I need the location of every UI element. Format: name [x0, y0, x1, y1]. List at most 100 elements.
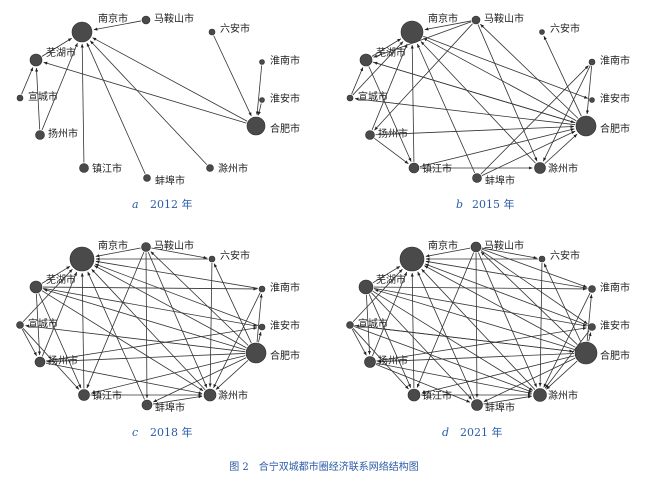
node-yangzhou — [365, 130, 375, 140]
edge-zhenjiang-hefei — [419, 128, 575, 167]
edge-huainan-hefei — [255, 65, 263, 116]
edge-yangzhou-nanjing — [372, 271, 408, 357]
edge-huainan-chuzhou — [213, 292, 261, 388]
edge-huaian-nanjing — [424, 263, 588, 326]
edge-luan-hefei — [213, 35, 252, 117]
node-label-yangzhou: 扬州市 — [378, 354, 408, 367]
panel-2012: 南京市马鞍山市六安市淮南市淮安市合肥市滁州市蚌埠市镇江市扬州市宣城市芜湖市 — [16, 12, 300, 187]
edge-hefei-maanshan — [480, 251, 578, 345]
edge-zhenjiang-nanjing — [80, 43, 85, 163]
node-nanjing — [400, 20, 424, 44]
edge-xuancheng-nanjing — [352, 268, 403, 322]
edge-yangzhou-huaian — [45, 326, 258, 362]
edge-hefei-zhenjiang — [91, 355, 246, 394]
edge-wuhu-chuzhou — [41, 290, 204, 392]
node-huainan — [588, 285, 596, 293]
node-label-maanshan: 马鞍山市 — [484, 12, 524, 25]
edge-huaian-chuzhou — [544, 330, 590, 389]
edge-maanshan-nanjing — [93, 20, 142, 31]
node-huainan — [258, 285, 266, 293]
svg-text:2012 年: 2012 年 — [150, 197, 193, 211]
node-label-bengbu: 蚌埠市 — [485, 174, 515, 187]
svg-text:d: d — [442, 426, 449, 439]
edge-hefei-xuancheng — [25, 324, 246, 353]
svg-text:2018 年: 2018 年 — [150, 425, 193, 439]
node-label-zhenjiang: 镇江市 — [92, 162, 122, 175]
node-label-nanjing: 南京市 — [428, 239, 458, 252]
panel-caption-b: b 2015 年 — [456, 197, 515, 211]
edge-luan-chuzhou — [208, 262, 213, 388]
edge-hefei-bengbu — [483, 357, 576, 403]
edge-luan-chuzhou — [538, 262, 543, 387]
node-bengbu — [143, 174, 151, 182]
edge-huainan-chuzhou — [543, 292, 591, 388]
edge-yangzhou-wuhu — [35, 67, 41, 130]
node-label-yangzhou: 扬州市 — [48, 127, 78, 140]
panel-caption-a: a 2012 年 — [132, 197, 193, 211]
node-chuzhou — [206, 164, 214, 172]
edge-maanshan-nanjing — [425, 247, 471, 258]
edge-maanshan-nanjing — [424, 20, 472, 31]
node-label-bengbu: 蚌埠市 — [485, 401, 515, 414]
edges — [351, 20, 593, 176]
edge-bengbu-huainan — [480, 65, 589, 175]
edges — [21, 20, 263, 175]
node-label-maanshan: 马鞍山市 — [154, 239, 194, 252]
svg-text:b: b — [456, 198, 463, 211]
edge-hefei-nanjing — [423, 37, 577, 122]
node-label-chuzhou: 滁州市 — [548, 162, 578, 175]
node-label-nanjing: 南京市 — [98, 239, 128, 252]
node-label-wuhu: 芜湖市 — [376, 46, 406, 59]
edge-hefei-maanshan — [150, 251, 249, 346]
node-nanjing — [69, 246, 95, 272]
node-label-bengbu: 蚌埠市 — [155, 401, 185, 414]
nodes: 南京市马鞍山市六安市淮南市淮安市合肥市滁州市蚌埠市镇江市扬州市宣城市芜湖市 — [16, 239, 300, 414]
node-label-huainan: 淮南市 — [270, 54, 300, 67]
node-nanjing — [399, 246, 425, 272]
edge-maanshan-luan — [151, 247, 208, 260]
edge-wuhu-nanjing — [41, 265, 71, 284]
node-label-huainan: 淮南市 — [600, 281, 630, 294]
edge-wuhu-huaian — [373, 288, 587, 327]
edge-yangzhou-zhenjiang — [374, 137, 409, 165]
edge-hefei-yangzhou — [377, 353, 575, 364]
node-wuhu — [359, 53, 373, 67]
node-luan — [208, 255, 216, 263]
node-wuhu — [29, 280, 43, 294]
node-xuancheng — [16, 94, 24, 102]
node-zhenjiang — [79, 163, 89, 173]
edge-xuancheng-chuzhou — [354, 326, 533, 393]
edge-maanshan-chuzhou — [478, 252, 537, 388]
nodes: 南京市马鞍山市六安市淮南市淮安市合肥市滁州市蚌埠市镇江市扬州市宣城市芜湖市 — [16, 12, 300, 187]
node-huaian — [589, 97, 595, 103]
edge-wuhu-yangzhou — [35, 293, 42, 356]
edge-nanjing-huaian — [423, 35, 588, 99]
edge-yangzhou-chuzhou — [45, 362, 203, 395]
node-zhenjiang — [78, 389, 90, 401]
edge-huaian-nanjing — [94, 263, 259, 326]
edge-hefei-nanjing — [424, 265, 576, 348]
node-nanjing — [71, 21, 93, 43]
node-label-yangzhou: 扬州市 — [378, 127, 408, 140]
edge-yangzhou-hefei — [375, 125, 575, 136]
node-huaian — [258, 323, 266, 331]
node-label-huaian: 淮安市 — [600, 92, 630, 105]
edge-wuhu-hefei — [372, 61, 575, 124]
node-maanshan — [471, 15, 481, 25]
edges — [21, 247, 263, 405]
edge-hefei-wuhu — [374, 289, 575, 350]
node-label-huaian: 淮安市 — [270, 319, 300, 332]
edge-bengbu-nanjing — [86, 42, 146, 175]
edge-xuancheng-zhenjiang — [22, 328, 80, 390]
edge-hefei-maanshan — [480, 23, 579, 119]
edge-hefei-chuzhou — [546, 360, 578, 390]
edge-xuancheng-nanjing — [22, 268, 73, 322]
edge-huainan-chuzhou — [542, 65, 591, 162]
panel-caption-c: c 2018 年 — [132, 425, 193, 439]
edge-maanshan-huaian — [480, 250, 588, 325]
edge-wuhu-zhenjiang — [368, 66, 412, 162]
nodes: 南京市马鞍山市六安市淮南市淮安市合肥市滁州市蚌埠市镇江市扬州市宣城市芜湖市 — [346, 239, 630, 414]
edge-wuhu-huaian — [42, 287, 258, 328]
edge-xuancheng-nanjing — [352, 41, 404, 96]
